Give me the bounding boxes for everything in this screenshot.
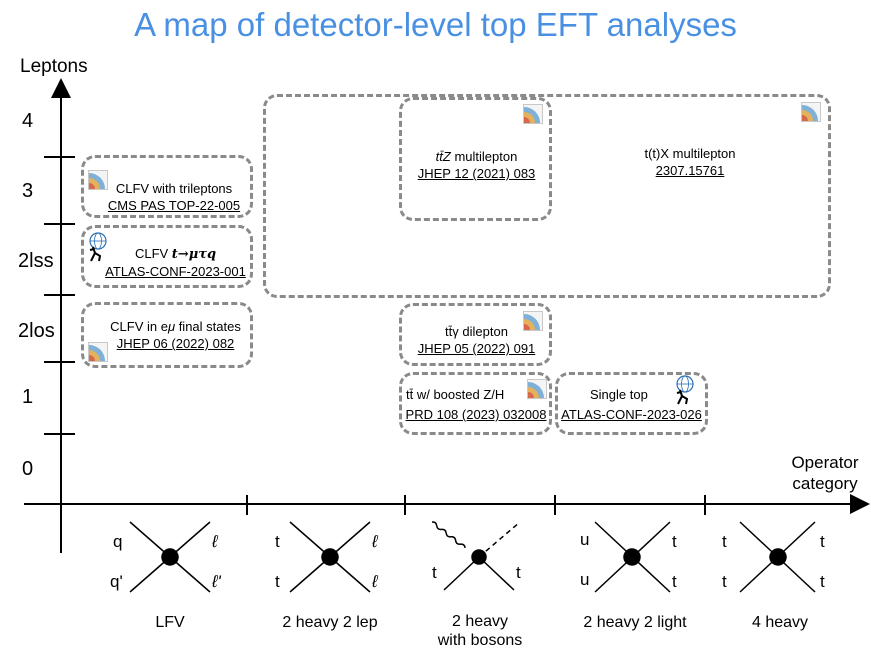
analysis-box-single-top bbox=[555, 372, 708, 435]
category-label-4heavy: 4 heavy bbox=[751, 614, 809, 631]
feynman-label: q bbox=[113, 532, 123, 551]
analysis-box-clfv-tmutauq bbox=[81, 225, 253, 288]
feynman-vertex-2heavy-bosons bbox=[431, 521, 521, 591]
cms-logo-icon bbox=[527, 379, 547, 399]
analysis-link[interactable]: ATLAS-CONF-2023-026 bbox=[561, 407, 702, 422]
category-label-2heavy2light: 2 heavy 2 light bbox=[583, 614, 687, 631]
y-tick-label: 3 bbox=[22, 180, 34, 202]
analysis-link[interactable]: JHEP 05 (2022) 091 bbox=[417, 341, 536, 356]
feynman-label: t bbox=[275, 532, 280, 551]
analysis-text-tt-boosted: tt̄ w/ boosted Z/H PRD 108 (2023) 032008 bbox=[400, 386, 552, 423]
cms-logo-icon bbox=[523, 311, 543, 331]
y-axis-ticks bbox=[44, 156, 75, 435]
feynman-label: q' bbox=[110, 572, 123, 591]
category-label-2heavy2lep: 2 heavy 2 lep bbox=[282, 614, 378, 631]
category-label-lfv: LFV bbox=[155, 614, 185, 631]
feynman-label: t bbox=[516, 563, 521, 582]
feynman-vertex-lfv bbox=[129, 521, 211, 593]
feynman-vertex-2heavy2light bbox=[594, 521, 671, 593]
analysis-box-tt-boosted bbox=[399, 372, 552, 435]
analysis-text-clfv-emu: CLFV in eμ final states JHEP 06 (2022) 0… bbox=[98, 318, 253, 352]
analysis-text-ttgamma-dilepton: tt̄γ dilepton JHEP 05 (2022) 091 bbox=[403, 323, 550, 357]
page-title: A map of detector-level top EFT analyses bbox=[134, 6, 737, 43]
feynman-vertex-4heavy bbox=[739, 521, 816, 593]
atlas-logo-icon bbox=[86, 232, 110, 262]
analysis-box-ttx-multilepton bbox=[263, 94, 831, 298]
feynman-label: ℓ bbox=[372, 572, 378, 591]
analysis-link[interactable]: ATLAS-CONF-2023-001 bbox=[105, 264, 246, 279]
analysis-link[interactable]: JHEP 06 (2022) 082 bbox=[116, 336, 235, 351]
cms-logo-icon bbox=[801, 102, 821, 122]
analysis-text-clfv-trileptons: CLFV with trileptons CMS PAS TOP-22-005 bbox=[98, 180, 250, 214]
feynman-label: ℓ bbox=[212, 532, 218, 551]
analysis-text-ttx-multilepton: t(t)X multilepton 2307.15761 bbox=[600, 145, 780, 179]
analysis-box-ttz-multilepton bbox=[399, 97, 552, 221]
feynman-label: t bbox=[432, 563, 437, 582]
y-axis-label: Leptons bbox=[20, 56, 88, 77]
analysis-link[interactable]: CMS PAS TOP-22-005 bbox=[107, 198, 241, 213]
category-label-2heavy-bosons: 2 heavy with bosons bbox=[437, 613, 523, 649]
x-axis-dividers bbox=[246, 495, 706, 515]
feynman-label: u bbox=[580, 530, 590, 549]
feynman-label: ℓ bbox=[372, 532, 378, 551]
atlas-logo-icon bbox=[673, 375, 697, 405]
feynman-label: t bbox=[722, 572, 727, 591]
analysis-link[interactable]: 2307.15761 bbox=[655, 163, 725, 178]
feynman-label: t bbox=[275, 572, 280, 591]
analysis-box-clfv-trileptons bbox=[81, 155, 253, 218]
cms-logo-icon bbox=[88, 170, 108, 190]
y-tick-label: 0 bbox=[22, 458, 34, 480]
feynman-label: t bbox=[672, 532, 677, 551]
analysis-box-clfv-emu bbox=[81, 302, 253, 368]
analysis-text-clfv-tmutauq: CLFV t→μτq ATLAS-CONF-2023-001 bbox=[98, 245, 253, 280]
y-tick-label: 4 bbox=[22, 110, 34, 132]
feynman-label: t bbox=[672, 572, 677, 591]
analysis-text-single-top: Single top ATLAS-CONF-2023-026 bbox=[555, 386, 708, 423]
feynman-label: t bbox=[820, 572, 825, 591]
feynman-label: ℓ' bbox=[212, 572, 221, 591]
analysis-link[interactable]: PRD 108 (2023) 032008 bbox=[405, 407, 547, 422]
y-tick-label: 2lss bbox=[18, 250, 54, 272]
feynman-label: u bbox=[580, 570, 590, 589]
feynman-label: t bbox=[722, 532, 727, 551]
cms-logo-icon bbox=[88, 342, 108, 362]
y-tick-label: 2los bbox=[18, 320, 55, 342]
feynman-label: t bbox=[820, 532, 825, 551]
feynman-vertex-2heavy2lep bbox=[289, 521, 371, 593]
y-tick-label: 1 bbox=[22, 386, 34, 408]
cms-logo-icon bbox=[523, 104, 543, 124]
x-axis-label: Operator category bbox=[791, 453, 859, 493]
analysis-text-ttz-multilepton: tt̄Z multilepton JHEP 12 (2021) 083 bbox=[403, 148, 550, 182]
analysis-link[interactable]: JHEP 12 (2021) 083 bbox=[417, 166, 536, 181]
analysis-box-ttgamma-dilepton bbox=[399, 303, 552, 366]
